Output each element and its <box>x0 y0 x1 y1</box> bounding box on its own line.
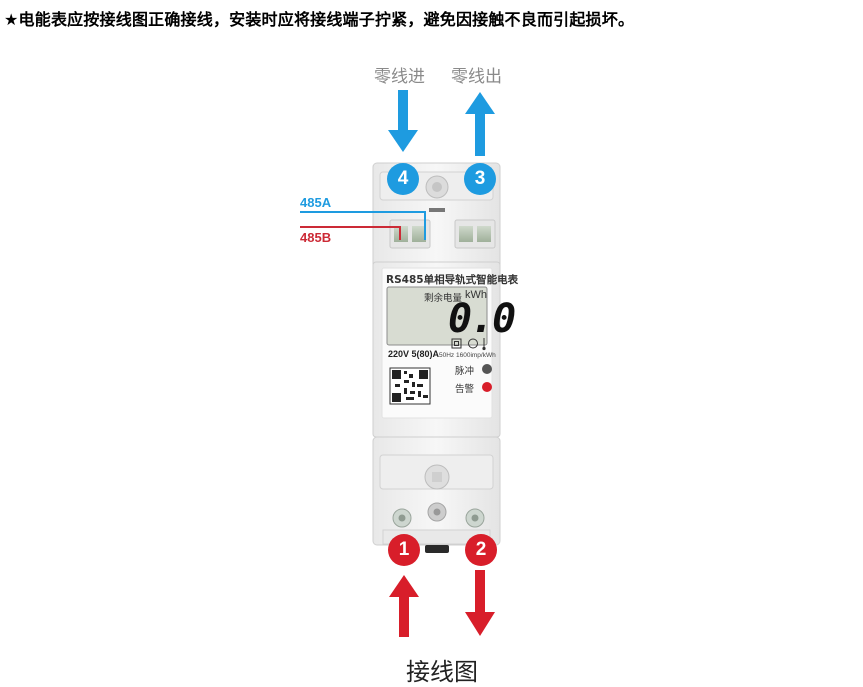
diagram-caption: 接线图 <box>406 658 478 686</box>
terminal-1-badge: 1 <box>388 534 420 566</box>
bus-b-label: 485B <box>300 230 332 245</box>
wiring-notice: ★电能表应按接线图正确接线，安装时应将接线端子拧紧，避免因接触不良而引起损坏。 <box>4 10 635 29</box>
lcd-unit: kWh <box>465 289 487 301</box>
lcd-value: 0.0 <box>448 296 516 342</box>
neutral-out-label: 零线出 <box>451 67 502 87</box>
arrow-neutral-out <box>465 92 495 156</box>
meter-title: RS485单相导轨式智能电表 <box>386 274 519 286</box>
alarm-led <box>482 382 492 392</box>
lcd-remaining-label: 剩余电量 <box>424 293 463 304</box>
arrow-neutral-in <box>388 90 418 152</box>
bottom-terminal-block <box>372 436 501 553</box>
bus-a-label: 485A <box>300 195 332 210</box>
arrow-line-in <box>389 575 419 637</box>
terminal-2-badge: 2 <box>465 534 497 566</box>
alarm-label: 告警 <box>455 384 475 395</box>
pulse-led <box>482 364 492 374</box>
qr-code <box>389 367 431 405</box>
meter-rating: 220V 5(80)A <box>388 349 440 359</box>
terminal-3-badge: 3 <box>464 163 496 195</box>
arrow-line-out <box>465 570 495 636</box>
neutral-in-label: 零线进 <box>374 67 425 87</box>
meter-constant: 50Hz 1600imp/kWh <box>439 352 496 359</box>
meter-panel <box>372 261 501 438</box>
terminal-4-badge: 4 <box>387 163 419 195</box>
rs485-wires <box>300 211 426 240</box>
pulse-label: 脉冲 <box>455 366 475 377</box>
